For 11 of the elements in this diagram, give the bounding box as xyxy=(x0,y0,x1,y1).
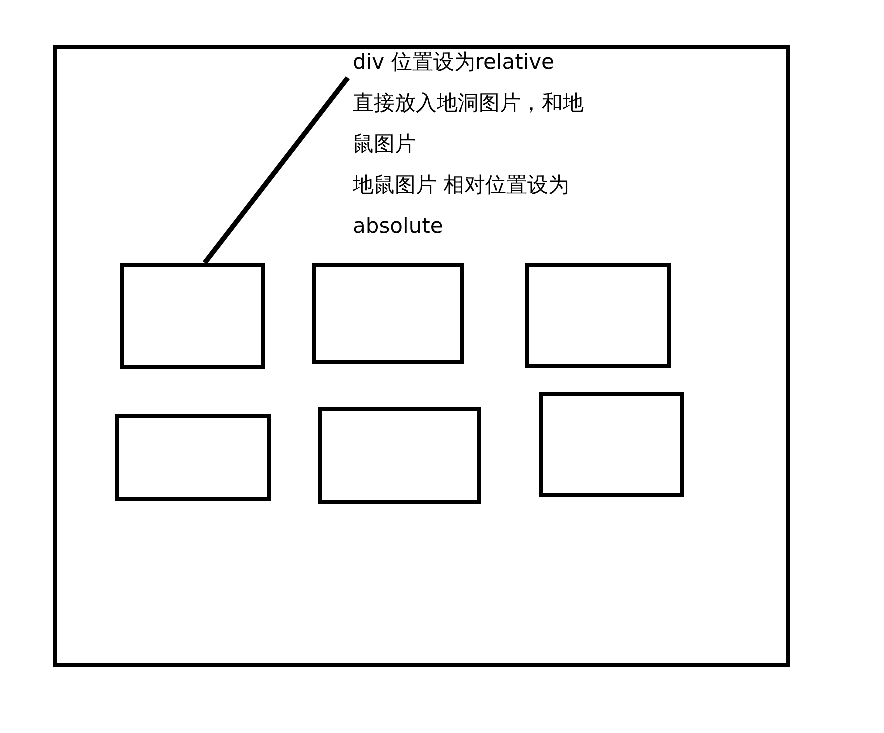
rectangle-box xyxy=(115,414,271,501)
rectangle-box xyxy=(525,263,671,368)
container-box xyxy=(53,45,790,667)
rectangle-box xyxy=(539,392,684,497)
leader-line xyxy=(203,76,350,265)
rectangle-box xyxy=(318,407,481,504)
annotation-text: 地鼠图片 相对位置设为absolute xyxy=(353,172,571,240)
rectangle-box xyxy=(120,263,265,369)
annotation-text: div 位置设为relative xyxy=(353,49,556,76)
rectangle-box xyxy=(312,263,464,364)
annotation-text: 直接放入地洞图片，和地鼠图片 xyxy=(353,90,585,158)
